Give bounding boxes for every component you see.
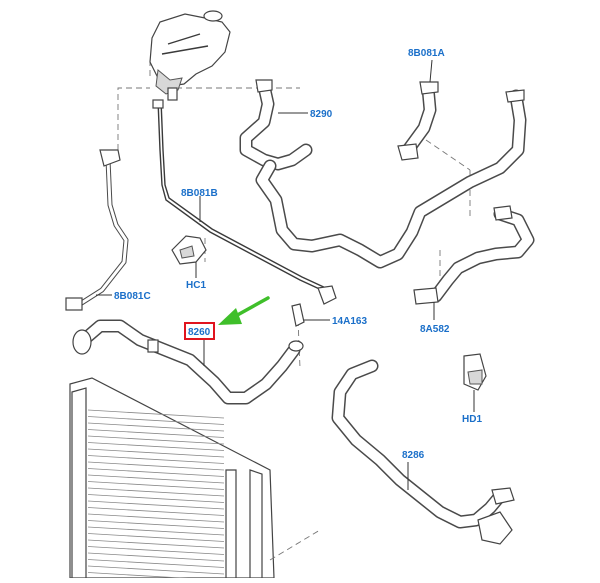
radiator-fin	[87, 416, 225, 425]
radiator-fin	[87, 559, 225, 568]
label-8A582: 8A582	[420, 324, 450, 335]
radiator-fin	[87, 507, 225, 516]
hose-8290	[239, 79, 527, 269]
pipe-8B081B	[152, 99, 337, 305]
pipe-8B081A	[397, 81, 439, 161]
radiator-fin	[87, 442, 225, 451]
label-8290: 8290	[310, 109, 333, 120]
clamp-HD1	[463, 353, 487, 391]
leader-lines	[96, 59, 475, 490]
radiator-fin	[87, 539, 225, 549]
radiator-fin	[87, 533, 225, 542]
radiator-fin	[87, 546, 225, 555]
label-8B081A: 8B081A	[408, 48, 445, 59]
radiator-fin	[87, 520, 225, 529]
expansion-tank	[149, 10, 231, 101]
pointer-arrow-icon	[218, 296, 270, 325]
label-HC1: HC1	[186, 280, 206, 291]
radiator-fin	[87, 429, 225, 438]
radiator-fin	[87, 455, 225, 464]
label-8B081C: 8B081C	[114, 291, 151, 302]
radiator-fin	[87, 565, 225, 575]
radiator	[69, 377, 321, 581]
clip-14A163	[291, 303, 305, 327]
radiator-fin	[87, 526, 225, 536]
radiator-fin	[87, 552, 225, 562]
radiator-fin	[87, 474, 225, 484]
radiator-fin	[87, 461, 225, 471]
radiator-fin	[87, 487, 225, 497]
radiator-fin	[87, 468, 225, 477]
label-14A163: 14A163	[332, 316, 367, 327]
radiator-fin	[87, 481, 225, 490]
part-labels: 8B081A 8290 8B081B HC1 8B081C 14A163 826…	[114, 48, 482, 461]
hose-8286	[331, 359, 515, 545]
hose-8A582	[413, 205, 535, 305]
label-8286: 8286	[402, 450, 425, 461]
radiator-fin	[87, 494, 225, 503]
label-HD1: HD1	[462, 414, 482, 425]
clip-HC1	[171, 235, 207, 265]
radiator-fin	[87, 500, 225, 510]
radiator-fin	[87, 422, 225, 432]
hose-8260	[72, 319, 304, 405]
radiator-fin	[87, 448, 225, 458]
label-8260: 8260	[188, 327, 211, 338]
pipe-8B081C	[65, 149, 129, 311]
radiator-fin	[87, 409, 225, 419]
label-8B081B: 8B081B	[181, 188, 218, 199]
radiator-fin	[87, 435, 225, 445]
radiator-fin	[87, 513, 225, 523]
highlight-box	[184, 322, 215, 340]
